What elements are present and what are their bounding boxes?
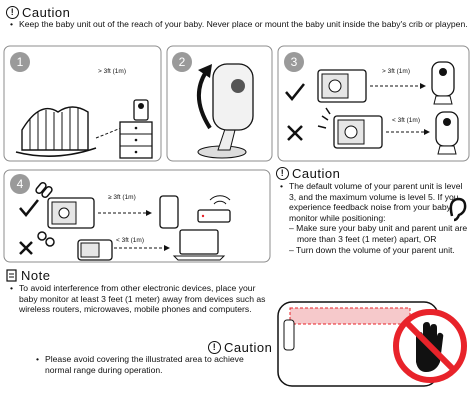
panel3-near-label: < 3ft (1m) xyxy=(392,117,420,124)
parent-unit-4b xyxy=(77,239,113,261)
laptop-icon xyxy=(172,229,226,261)
exclamation-icon-mid: ! xyxy=(276,167,289,180)
panel4-far-label: ≥ 3ft (1m) xyxy=(108,194,136,201)
step-4-badge: 4 xyxy=(10,174,30,194)
caution-top-bullet: Keep the baby unit out of the reach of y… xyxy=(10,19,468,30)
step-2-badge: 2 xyxy=(172,52,192,72)
caution-mid-sub2: Turn down the volume of your parent unit… xyxy=(289,245,468,256)
caution-bottom-header: ! Caution xyxy=(208,340,272,355)
check-icon xyxy=(285,83,305,101)
broken-link-icon xyxy=(37,231,55,247)
antenna-area xyxy=(289,307,411,325)
caution-mid-bullet: The default volume of your parent unit i… xyxy=(280,181,468,223)
caution-mid-title: Caution xyxy=(292,166,341,181)
cross-icon-3 xyxy=(287,125,303,141)
panel-4-frame xyxy=(3,169,271,263)
caution-bottom-text: Please avoid covering the illustrated ar… xyxy=(34,354,272,375)
dresser-illustration xyxy=(119,99,153,159)
camera-tilt-illustration xyxy=(197,63,254,159)
crib-illustration xyxy=(15,106,97,157)
check-icon-4 xyxy=(19,199,39,217)
panel-1-frame xyxy=(3,45,162,162)
caution-bottom-title: Caution xyxy=(224,340,273,355)
caution-top-header: ! Caution xyxy=(6,5,70,20)
panel-2-frame xyxy=(166,45,273,162)
note-icon xyxy=(6,269,17,282)
phone-icon xyxy=(159,195,179,229)
covered-area-illustration xyxy=(277,301,467,387)
link-icon xyxy=(35,181,53,199)
ear-icon xyxy=(449,197,467,222)
parent-unit-4a xyxy=(47,197,95,229)
baby-unit-near xyxy=(435,111,459,155)
note-bullet: To avoid interference from other electro… xyxy=(10,283,266,315)
panels-row-1 xyxy=(3,45,470,162)
step-3-badge: 3 xyxy=(284,52,304,72)
cross-icon-4 xyxy=(19,241,33,255)
caution-mid-header: ! Caution xyxy=(276,166,340,181)
exclamation-icon-bottom: ! xyxy=(208,341,221,354)
caution-top-title: Caution xyxy=(22,5,71,20)
parent-unit-far xyxy=(317,69,367,103)
router-icon xyxy=(197,195,231,223)
baby-unit-far xyxy=(431,61,455,105)
panel4-near-label: < 3ft (1m) xyxy=(116,237,144,244)
caution-bottom-bullet: Please avoid covering the illustrated ar… xyxy=(36,354,272,375)
caution-mid-sub1: Make sure your baby unit and parent unit… xyxy=(289,223,468,244)
exclamation-icon: ! xyxy=(6,6,19,19)
note-text: To avoid interference from other electro… xyxy=(8,283,266,315)
panel-3-frame xyxy=(277,45,470,162)
caution-mid-text: The default volume of your parent unit i… xyxy=(278,181,468,255)
panel3-far-label: > 3ft (1m) xyxy=(382,68,410,75)
step-1-badge: 1 xyxy=(10,52,30,72)
note-title: Note xyxy=(21,268,51,283)
note-header: Note xyxy=(6,268,50,283)
caution-top-text: Keep the baby unit out of the reach of y… xyxy=(8,19,468,30)
parent-unit-near xyxy=(317,107,383,149)
panel-4 xyxy=(3,169,271,263)
panel1-distance-label: > 3ft (1m) xyxy=(98,68,126,75)
